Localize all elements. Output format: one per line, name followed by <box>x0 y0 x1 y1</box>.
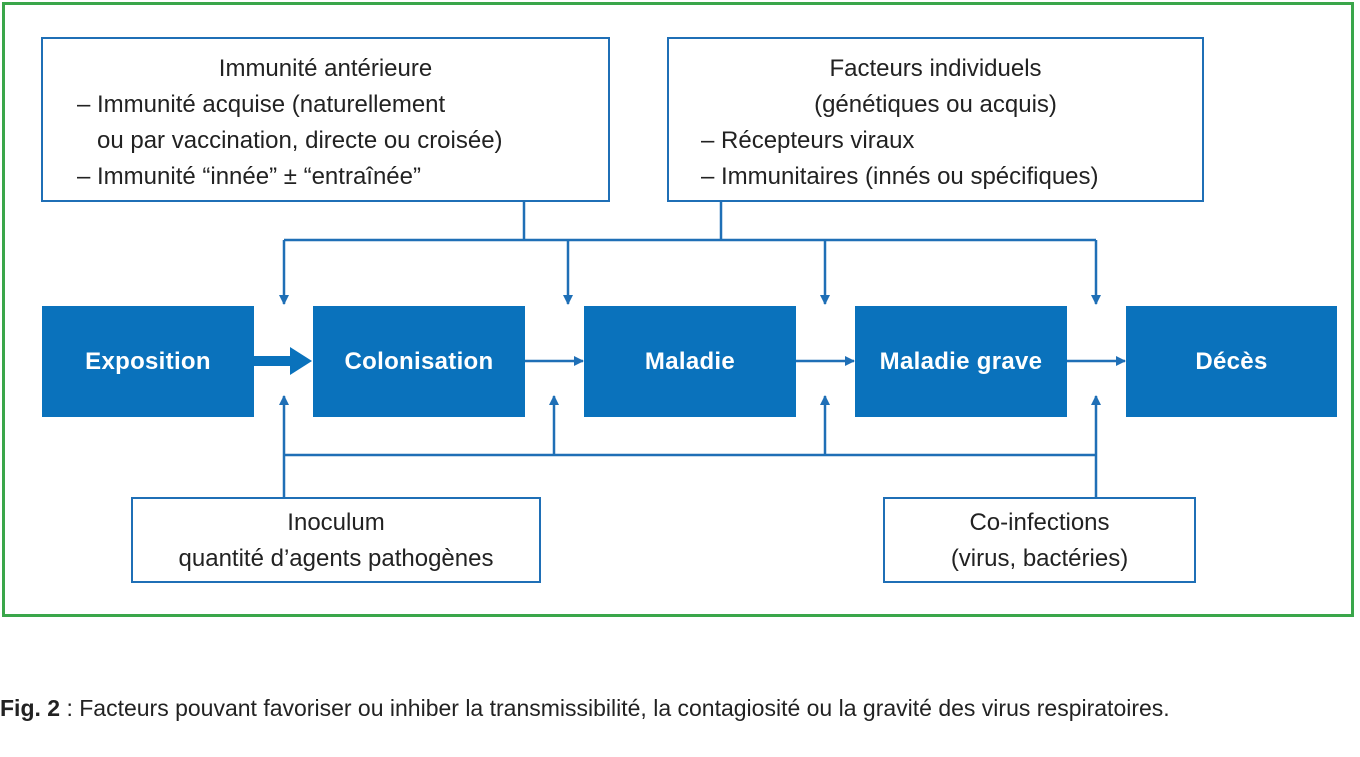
diagram-frame <box>2 2 1354 617</box>
stage-maladie: Maladie <box>584 306 796 417</box>
prior-immunity-line-1: – Immunité acquise (naturellement <box>77 91 446 118</box>
inoculum-box: Inoculum quantité d’agents pathogènes <box>131 497 541 583</box>
prior-immunity-line-2: ou par vaccination, directe ou croisée) <box>97 127 503 154</box>
inoculum-line: quantité d’agents pathogènes <box>178 545 494 572</box>
prior-immunity-title: Immunité antérieure <box>218 55 433 82</box>
individual-factors-line-1: – Récepteurs viraux <box>701 127 915 154</box>
stage-deces: Décès <box>1126 306 1337 417</box>
stage-colonisation: Colonisation <box>313 306 525 417</box>
inoculum-title: Inoculum <box>287 509 385 536</box>
individual-factors-subtitle: (génétiques ou acquis) <box>814 91 1057 118</box>
stage-exposition: Exposition <box>42 306 254 417</box>
coinfections-line: (virus, bactéries) <box>950 545 1129 572</box>
individual-factors-line-2: – Immunitaires (innés ou spécifiques) <box>701 163 1099 190</box>
coinfections-title: Co-infections <box>969 509 1110 536</box>
coinfections-box: Co-infections (virus, bactéries) <box>883 497 1196 583</box>
figure-caption: Fig. 2 : Facteurs pouvant favoriser ou i… <box>0 692 1360 725</box>
caption-label: Fig. 2 <box>0 695 61 721</box>
prior-immunity-box: Immunité antérieure – Immunité acquise (… <box>41 37 610 202</box>
individual-factors-box: Facteurs individuels (génétiques ou acqu… <box>667 37 1204 202</box>
stage-maladie-grave: Maladie grave <box>855 306 1067 417</box>
individual-factors-title: Facteurs individuels <box>829 55 1042 82</box>
caption-text: : Facteurs pouvant favoriser ou inhiber … <box>60 695 1170 721</box>
prior-immunity-line-3: – Immunité “innée” ± “entraînée” <box>77 163 421 190</box>
thick-arrow-exposition-colonisation <box>254 347 312 375</box>
